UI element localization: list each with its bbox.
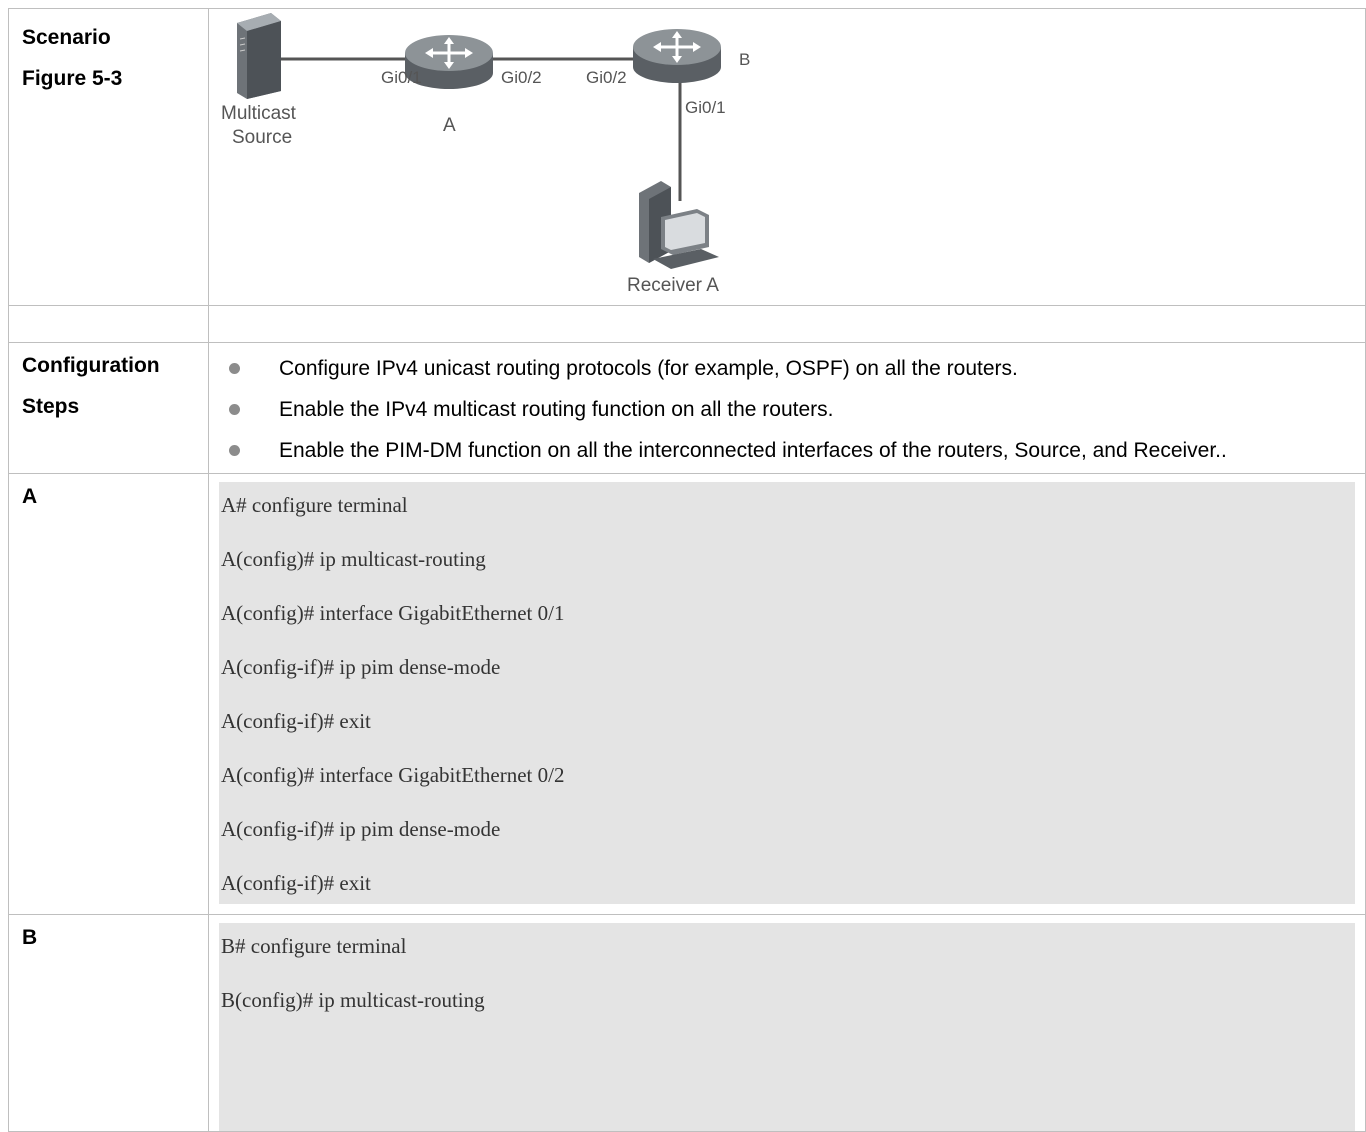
receiver-label: Receiver A <box>627 275 719 296</box>
list-item: Enable the PIM-DM function on all the in… <box>209 430 1365 471</box>
code-line: A(config-if)# ip pim dense-mode <box>221 817 501 841</box>
figure-cell: Multicast Source Gi0/1 <box>208 8 1366 306</box>
router-a-label: A <box>443 115 456 136</box>
bullet-icon <box>229 404 240 415</box>
code-line: A# configure terminal <box>221 493 408 517</box>
scenario-label: Scenario <box>22 26 111 49</box>
config-example-table: Scenario Figure 5-3 Multicast S <box>8 8 1366 1132</box>
code-line: A(config)# interface GigabitEthernet 0/1 <box>221 601 565 625</box>
code-line: A(config)# ip multicast-routing <box>221 547 486 571</box>
port-a-gi02: Gi0/2 <box>501 68 542 87</box>
source-label-line1: Multicast <box>221 103 297 124</box>
scenario-row: Scenario Figure 5-3 Multicast S <box>8 8 1366 306</box>
router-b-label: B <box>739 50 750 69</box>
computer-icon <box>639 181 719 269</box>
steps-row: Configuration Steps Configure IPv4 unica… <box>8 342 1366 474</box>
list-item: Configure IPv4 unicast routing protocols… <box>209 348 1365 389</box>
code-line: B(config)# ip multicast-routing <box>221 988 485 1012</box>
port-a-gi01: Gi0/1 <box>381 68 422 87</box>
device-a-row: A A# configure terminal A(config)# ip mu… <box>8 473 1366 915</box>
empty-cell-left <box>8 305 209 343</box>
code-line: A(config-if)# exit <box>221 871 371 895</box>
router-a-icon <box>405 35 493 89</box>
device-b-label: B <box>8 914 209 1132</box>
empty-row <box>8 305 1366 343</box>
figure-label: Figure 5-3 <box>22 67 123 90</box>
network-topology-diagram: Multicast Source Gi0/1 <box>221 13 750 296</box>
port-b-gi01: Gi0/1 <box>685 98 726 117</box>
steps-label-cell: Configuration Steps <box>8 342 209 474</box>
device-b-code-block: B# configure terminal B(config)# ip mult… <box>219 923 1355 1131</box>
configuration-label: Configuration <box>22 354 160 377</box>
device-a-code-block: A# configure terminal A(config)# ip mult… <box>219 482 1355 904</box>
bullet-icon <box>229 445 240 456</box>
device-b-row: B B# configure terminal B(config)# ip mu… <box>8 914 1366 1132</box>
scenario-label-cell: Scenario Figure 5-3 <box>8 8 209 306</box>
steps-label: Steps <box>22 395 80 418</box>
port-b-gi02: Gi0/2 <box>586 68 627 87</box>
device-b-code-cell: B# configure terminal B(config)# ip mult… <box>208 914 1366 1132</box>
empty-cell-right <box>208 305 1366 343</box>
steps-list: Configure IPv4 unicast routing protocols… <box>209 343 1365 473</box>
server-icon <box>237 13 281 99</box>
code-line: A(config)# interface GigabitEthernet 0/2 <box>221 763 565 787</box>
device-a-label: A <box>8 473 209 915</box>
source-label-line2: Source <box>232 127 292 148</box>
router-b-icon <box>633 29 721 83</box>
bullet-icon <box>229 363 240 374</box>
code-line: A(config-if)# ip pim dense-mode <box>221 655 501 679</box>
device-a-code-cell: A# configure terminal A(config)# ip mult… <box>208 473 1366 915</box>
list-item: Enable the IPv4 multicast routing functi… <box>209 389 1365 430</box>
code-line: A(config-if)# exit <box>221 709 371 733</box>
steps-cell: Configure IPv4 unicast routing protocols… <box>208 342 1366 474</box>
code-line: B# configure terminal <box>221 934 407 958</box>
